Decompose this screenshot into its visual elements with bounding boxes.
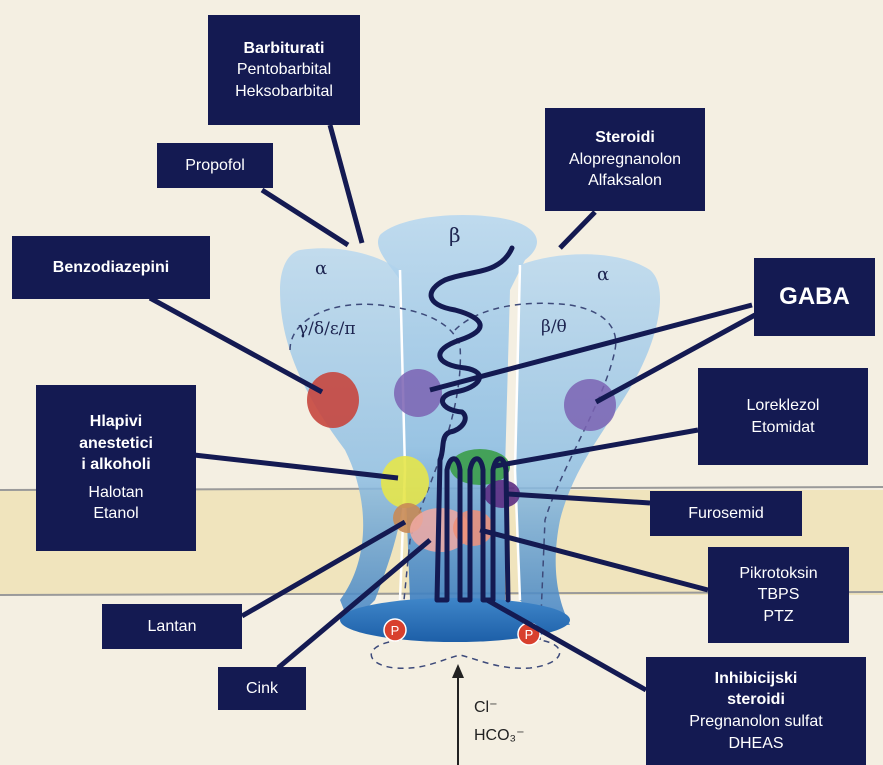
label-steroidi: Steroidi Alopregnanolon Alfaksalon [545, 108, 705, 211]
propofol-title: Propofol [185, 155, 245, 177]
phospho-marker-right-text: P [525, 627, 534, 642]
loreklezol-line-2: Etomidat [751, 417, 814, 439]
barbiturati-line-2: Heksobarbital [235, 81, 333, 103]
furosemid-title: Furosemid [688, 503, 764, 525]
alpha-left-letter: α [315, 258, 327, 279]
benzodiazepine-site [307, 372, 359, 428]
label-hlapivi: Hlapivi anestetici i alkoholi Halotan Et… [36, 385, 196, 551]
lantan-title: Lantan [148, 616, 197, 638]
gaba-site-left [394, 369, 442, 417]
label-inhibicijski: Inhibicijski steroidi Pregnanolon sulfat… [646, 657, 866, 765]
alpha-right-letter: α [597, 264, 609, 285]
anesthetic-site [381, 456, 429, 508]
label-lantan: Lantan [102, 604, 242, 649]
gaba-site-right [564, 379, 616, 431]
inhibicijski-title-2: steroidi [727, 689, 785, 711]
leader-barbiturati [330, 125, 362, 243]
label-gaba: GABA [754, 258, 875, 336]
steroidi-line-1: Alopregnanolon [569, 149, 681, 171]
loreklezol-line-1: Loreklezol [747, 395, 820, 417]
label-cink: Cink [218, 667, 306, 710]
inhibicijski-title-1: Inhibicijski [715, 668, 798, 690]
inhibicijski-line-2: DHEAS [728, 733, 783, 755]
hlapivi-title-1: Hlapivi [90, 411, 142, 433]
barbiturati-title: Barbiturati [244, 38, 325, 60]
ion-flow-arrowhead [452, 664, 464, 678]
chloride-ion-label: Cl⁻ [474, 699, 498, 716]
inhibicijski-line-1: Pregnanolon sulfat [689, 711, 822, 733]
hlapivi-line-2: Etanol [93, 503, 138, 525]
leader-propofol [262, 190, 348, 245]
label-barbiturati: Barbiturati Pentobarbital Heksobarbital [208, 15, 360, 125]
gamma-delta-letter: γ/δ/ε/π [298, 319, 356, 339]
leader-inhibicijski [487, 600, 646, 690]
steroidi-line-2: Alfaksalon [588, 170, 662, 192]
barbiturati-line-1: Pentobarbital [237, 59, 331, 81]
pikrotoksin-line-2: TBPS [758, 584, 800, 606]
label-furosemid: Furosemid [650, 491, 802, 536]
label-loreklezol: Loreklezol Etomidat [698, 368, 868, 465]
label-propofol: Propofol [157, 143, 273, 188]
gaba-title: GABA [779, 281, 850, 313]
steroidi-title: Steroidi [595, 127, 655, 149]
bicarbonate-ion-label: HCO₃⁻ [474, 727, 525, 744]
label-pikrotoksin: Pikrotoksin TBPS PTZ [708, 547, 849, 643]
hlapivi-title-2: anestetici [79, 433, 153, 455]
leader-steroidi [560, 212, 595, 248]
phospho-marker-left-text: P [391, 623, 400, 638]
hlapivi-title-3: i alkoholi [81, 454, 150, 476]
beta-letter: β [449, 223, 461, 247]
hlapivi-line-1: Halotan [88, 482, 143, 504]
beta-theta-letter: β/θ [541, 317, 567, 337]
cink-title: Cink [246, 678, 278, 700]
pikrotoksin-line-1: Pikrotoksin [739, 563, 817, 585]
benzodiazepini-title: Benzodiazepini [53, 257, 169, 279]
label-benzodiazepini: Benzodiazepini [12, 236, 210, 299]
pikrotoksin-line-3: PTZ [763, 606, 793, 628]
